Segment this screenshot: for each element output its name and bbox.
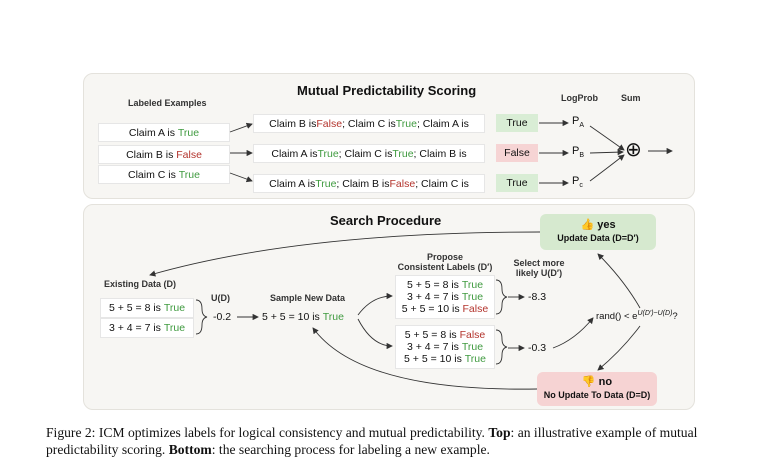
arrow-c-to-prompt bbox=[229, 172, 253, 183]
predicted-label-b: False bbox=[496, 144, 538, 162]
sum-header: Sum bbox=[621, 93, 641, 103]
sample-new-data-header: Sample New Data bbox=[270, 293, 346, 303]
brace-cand1 bbox=[495, 279, 508, 315]
labeled-examples-header: Labeled Examples bbox=[128, 98, 207, 108]
logprob-b: PB bbox=[572, 145, 585, 160]
arrow-a-to-prompt bbox=[229, 122, 253, 133]
select-header: Select more likely U(D′) bbox=[513, 258, 565, 278]
arrow-sample-to-cand1 bbox=[357, 292, 393, 316]
ud-header: U(D) bbox=[211, 293, 230, 303]
existing-data-item-1: 5 + 5 = 8 is True bbox=[100, 298, 194, 318]
candidate-labels-2: 5 + 5 = 8 is False 3 + 4 = 7 is True 5 +… bbox=[395, 325, 495, 369]
label-true: True bbox=[178, 168, 200, 181]
sample-new-data: 5 + 5 = 10 is True bbox=[262, 311, 344, 323]
existing-data-item-2: 3 + 4 = 7 is True bbox=[100, 318, 194, 338]
thumbs-up-icon: 👍 bbox=[580, 219, 595, 231]
predicted-label-c: True bbox=[496, 174, 538, 192]
candidate-labels-1: 5 + 5 = 8 is True 3 + 4 = 7 is True 5 + … bbox=[395, 275, 495, 319]
candidate-score-2: -0.3 bbox=[528, 342, 547, 354]
search-procedure-title: Search Procedure bbox=[330, 213, 442, 228]
predicted-label-a: True bbox=[496, 114, 538, 132]
logprob-c: Pc bbox=[572, 175, 583, 190]
context-prompt-b: Claim A is True; Claim C is True; Claim … bbox=[253, 144, 485, 163]
logprob-header: LogProb bbox=[561, 93, 598, 103]
arrow-no-to-sample bbox=[312, 327, 538, 390]
arrow-test-to-yes bbox=[597, 253, 641, 309]
arrow-pc-to-sum bbox=[589, 154, 625, 182]
label-true: True bbox=[177, 126, 200, 139]
acceptance-test: rand() < eU(D′)−U(D)? bbox=[596, 310, 678, 323]
context-prompt-a: Claim B is False; Claim C is True; Claim… bbox=[253, 114, 485, 133]
labeled-example-a: Claim A is True bbox=[98, 123, 230, 142]
labeled-example-b: Claim B is False bbox=[98, 145, 230, 164]
arrow-sample-to-cand2 bbox=[357, 318, 393, 350]
figure-caption: Figure 2: ICM optimizes labels for logic… bbox=[46, 425, 698, 457]
propose-header: Propose Consistent Labels (D′) bbox=[397, 252, 493, 272]
no-update-box: 👎 no No Update To Data (D=D) bbox=[537, 372, 657, 406]
label-false: False bbox=[176, 148, 202, 161]
context-prompt-c: Claim A is True; Claim B is False; Claim… bbox=[253, 174, 485, 193]
candidate-score-1: -8.3 bbox=[528, 291, 547, 303]
existing-data-header: Existing Data (D) bbox=[104, 279, 177, 289]
update-data-box: 👍 yes Update Data (D=D′) bbox=[540, 214, 656, 250]
sum-icon: ⊕ bbox=[625, 139, 642, 161]
mutual-predictability-title: Mutual Predictability Scoring bbox=[297, 83, 477, 98]
brace-cand2 bbox=[495, 329, 508, 365]
arrow-test-to-no bbox=[597, 325, 641, 371]
ud-value: -0.2 bbox=[213, 311, 232, 323]
brace-existing bbox=[195, 299, 208, 335]
arrow-yes-to-existing bbox=[149, 231, 541, 277]
arrow-score-to-test bbox=[552, 317, 594, 349]
thumbs-down-icon: 👎 bbox=[581, 376, 596, 388]
labeled-example-c: Claim C is True bbox=[98, 165, 230, 184]
arrow-pb-to-sum bbox=[589, 149, 624, 156]
logprob-a: PA bbox=[572, 115, 585, 130]
arrow-pa-to-sum bbox=[589, 125, 625, 151]
